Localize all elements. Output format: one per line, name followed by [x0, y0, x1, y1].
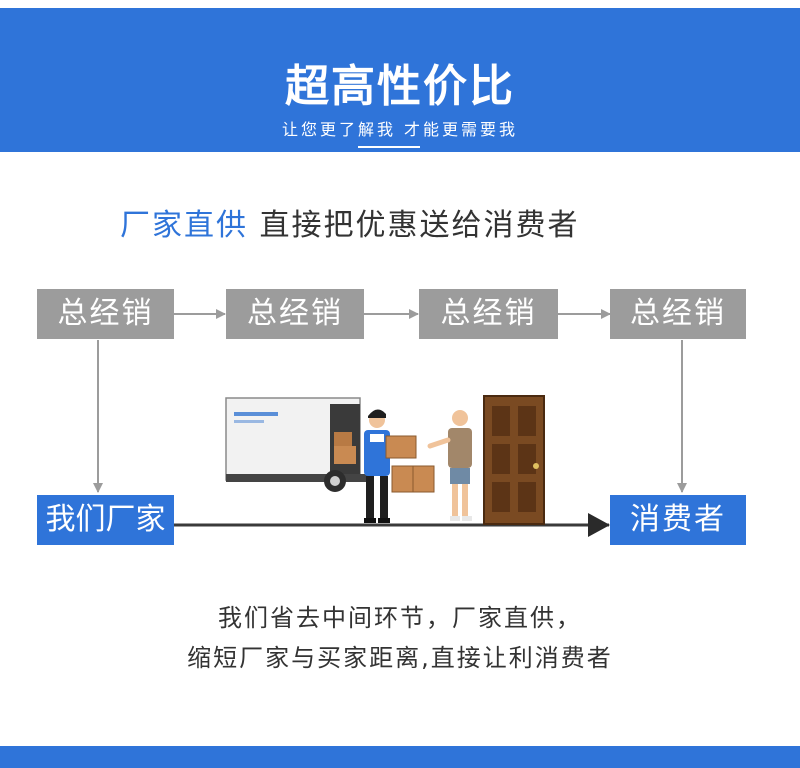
banner-title: 超高性价比	[285, 61, 515, 112]
headline: 厂家直供 直接把优惠送给消费者	[120, 200, 580, 244]
footer-bar	[0, 746, 800, 768]
summary-line-1: 我们省去中间环节，厂家直供，	[218, 604, 582, 632]
distributor-box-1: 总经销	[37, 289, 174, 339]
banner-underline	[358, 146, 420, 148]
banner-subtitle: 让您更了解我 才能更需要我	[281, 120, 519, 139]
customer-figure	[427, 410, 472, 521]
headline-highlight: 厂家直供	[120, 208, 248, 243]
factory-box: 我们厂家	[37, 495, 174, 545]
consumer-box: 消费者	[610, 495, 746, 545]
courier-figure	[364, 409, 435, 523]
distributor-box-3: 总经销	[419, 289, 558, 339]
door	[483, 395, 545, 525]
summary-line-2: 缩短厂家与买家距离,直接让利消费者	[187, 644, 613, 672]
headline-rest: 直接把优惠送给消费者	[259, 208, 580, 243]
delivery-illustration	[225, 395, 545, 525]
distributor-box-4: 总经销	[610, 289, 746, 339]
header-banner: 超高性价比 让您更了解我 才能更需要我	[0, 8, 800, 152]
distributor-box-2: 总经销	[226, 289, 364, 339]
